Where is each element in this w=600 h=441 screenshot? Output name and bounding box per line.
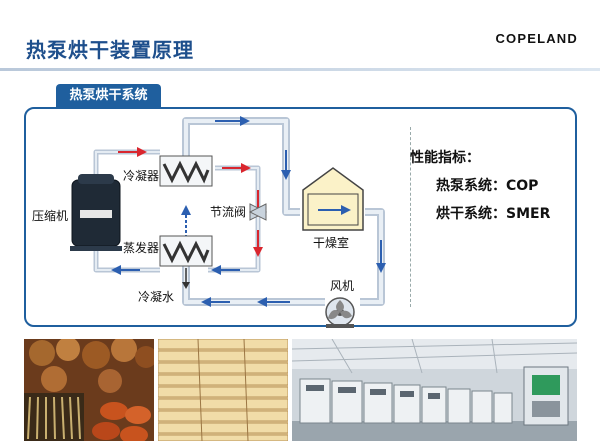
section-tab: 热泵烘干系统 — [56, 84, 161, 108]
condenser-label: 冷凝器 — [123, 168, 159, 183]
evaporator-coil-icon — [159, 235, 213, 267]
drying-room-label: 干燥室 — [313, 235, 349, 250]
condenser-coil-icon — [159, 155, 213, 187]
throttle-label: 节流阀 — [210, 205, 246, 219]
fan-icon — [325, 297, 355, 328]
photo-timber — [158, 339, 288, 441]
compressor-icon — [70, 174, 122, 251]
header-divider — [0, 68, 600, 71]
performance-indicators: 性能指标： 热泵系统：COP 烘干系统：SMER — [410, 147, 550, 223]
evaporator-label: 蒸发器 — [123, 240, 159, 255]
page-title: 热泵烘干装置原理 — [26, 38, 194, 62]
drying-room-icon — [302, 167, 364, 231]
photo-dried-food — [24, 339, 154, 441]
condensate-arrow-icon — [182, 268, 190, 289]
fan-label: 风机 — [330, 279, 354, 293]
photo-strip — [24, 339, 577, 441]
flow-arrows — [91, 116, 386, 307]
condensate-label: 冷凝水 — [138, 289, 174, 304]
compressor-label: 压缩机 — [32, 208, 68, 223]
panel-divider — [410, 127, 411, 307]
photo-factory — [292, 339, 577, 441]
brand-logo: COPELAND — [495, 31, 578, 46]
header: 热泵烘干装置原理 COPELAND — [0, 0, 600, 68]
throttle-valve-icon — [248, 203, 268, 221]
performance-item-smer: 烘干系统：SMER — [436, 206, 551, 222]
performance-item-cop: 热泵系统：COP — [436, 178, 539, 194]
performance-title: 性能指标： — [410, 150, 480, 166]
